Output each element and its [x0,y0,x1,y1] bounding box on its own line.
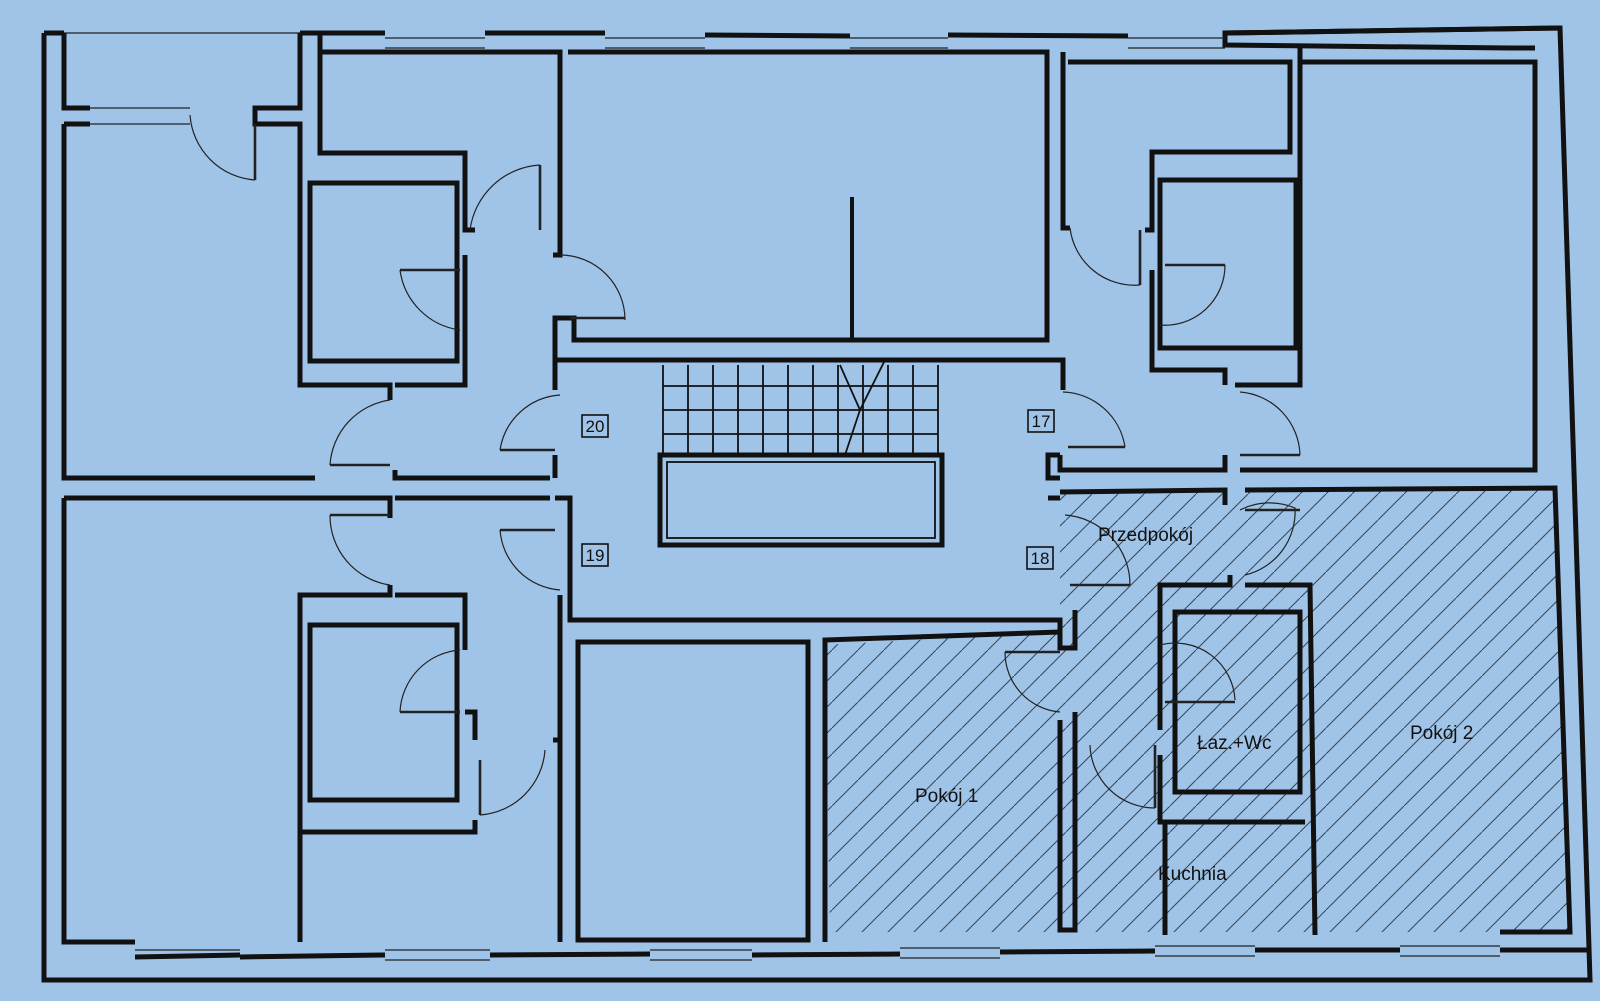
windows [64,32,1500,961]
exterior-walls [41,25,1593,983]
apartment-number-20: 20 [581,414,609,438]
apartment-number-19-text: 19 [586,546,605,565]
interior-walls [61,33,1573,945]
apartment-number-18: 18 [1026,546,1054,570]
apartment-number-17: 17 [1027,409,1055,433]
room-label-hall: Przedpokój [1098,525,1193,546]
room-label-room1: Pokój 1 [915,786,978,807]
staircase [657,359,945,548]
room-label-room2: Pokój 2 [1410,723,1473,744]
room-label-bathroom: Łaz.+Wc [1197,733,1271,754]
apartment-number-17-text: 17 [1032,412,1051,431]
room-label-kitchen: Kuchnia [1158,864,1227,885]
apartment-number-19: 19 [581,543,609,567]
doors [189,114,1301,816]
hatched-area [825,488,1570,932]
apartment-number-20-text: 20 [586,417,605,436]
apartment-number-18-text: 18 [1031,549,1050,568]
